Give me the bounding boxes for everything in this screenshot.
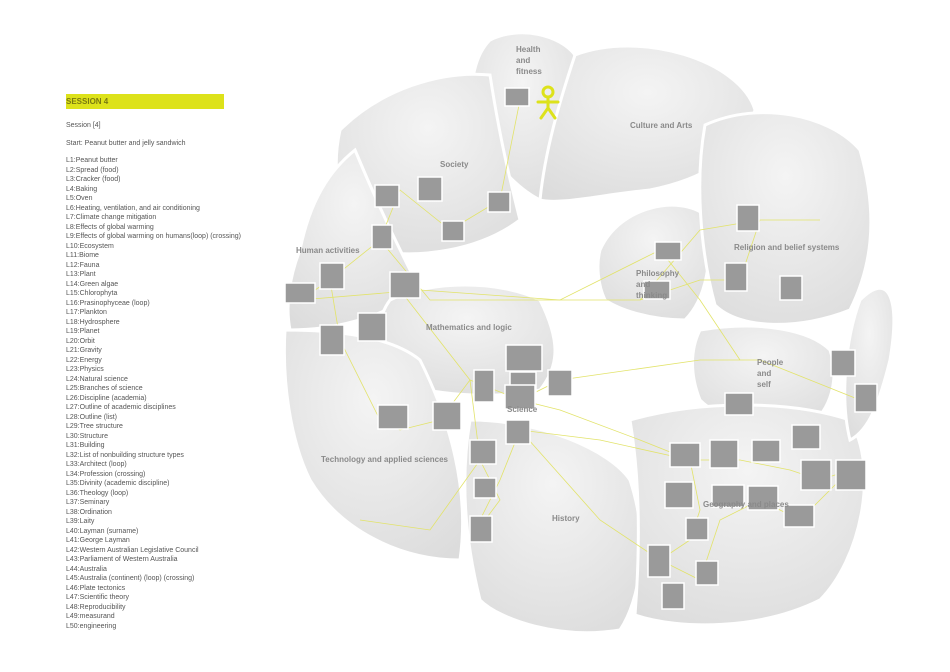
level-item: L14:Green algae: [66, 280, 119, 288]
petal-tech: [282, 328, 465, 562]
petal-history: [463, 418, 643, 635]
cat-religion: Religion and belief systems: [734, 243, 840, 252]
level-item: L3:Cracker (food): [66, 176, 121, 183]
cat-science: Science: [507, 405, 538, 414]
session-panel: SESSION 4 Session [4] Start: Peanut butt…: [66, 94, 241, 631]
level-item: L20:Orbit: [66, 337, 95, 345]
level-item: L19:Planet: [66, 328, 100, 335]
level-item: L2:Spread (food): [66, 166, 119, 174]
level-item: L21:Gravity: [66, 347, 102, 354]
level-item: L18:Hydrosphere: [66, 318, 120, 326]
level-item: L36:Theology (loop): [66, 489, 129, 497]
level-item: L12:Fauna: [66, 261, 100, 269]
level-item: L38:Ordination: [66, 508, 112, 516]
cat-geography: Geography and places: [703, 500, 789, 509]
cat-philosophy-1: Philosophy: [636, 269, 680, 278]
level-item: L26:Discipline (academia): [66, 394, 147, 402]
level-item: L10:Ecosystem: [66, 242, 114, 250]
level-item: L22:Energy: [66, 356, 102, 364]
level-item: L13:Plant: [66, 271, 96, 278]
level-item: L42:Western Australian Legislative Counc…: [66, 546, 199, 554]
start-label: Start: Peanut butter and jelly sandwich: [66, 139, 186, 147]
level-item: L32:List of nonbuilding structure types: [66, 451, 184, 459]
level-item: L24:Natural science: [66, 375, 128, 383]
petal-philosophy: [596, 203, 711, 322]
cat-history: History: [552, 514, 580, 523]
level-item: L37:Seminary: [66, 499, 110, 506]
cat-people-1: People: [757, 358, 784, 367]
cat-society: Society: [440, 160, 469, 169]
cat-tech: Technology and applied sciences: [321, 455, 449, 464]
level-item: L40:Layman (surname): [66, 527, 139, 535]
level-item: L5:Oven: [66, 195, 93, 202]
cat-people-3: self: [757, 380, 771, 389]
cat-people-2: and: [757, 369, 771, 378]
level-item: L39:Laity: [66, 518, 95, 525]
level-item: L7:Climate change mitigation: [66, 214, 157, 221]
cat-philosophy-2: and: [636, 280, 650, 289]
level-item: L28:Outline (list): [66, 413, 117, 421]
level-item: L27:Outline of academic disciplines: [66, 404, 176, 411]
level-item: L35:Divinity (academic discipline): [66, 480, 170, 487]
level-item: L6:Heating, ventilation, and air conditi…: [66, 204, 200, 212]
level-item: L25:Branches of science: [66, 385, 143, 392]
level-item: L30:Structure: [66, 432, 109, 440]
level-item: L17:Plankton: [66, 309, 107, 316]
level-item: L50:engineering: [66, 622, 117, 630]
cat-health-3: fitness: [516, 67, 542, 76]
level-item: L16:Prasinophyceae (loop): [66, 299, 150, 307]
person-icon: [536, 85, 560, 120]
cat-philosophy-3: thinking: [636, 291, 667, 300]
level-item: L31:Building: [66, 442, 105, 449]
level-item: L4:Baking: [66, 185, 98, 193]
cat-math: Mathematics and logic: [426, 323, 512, 332]
cat-health-1: Health: [516, 45, 541, 54]
level-item: L34:Profession (crossing): [66, 470, 146, 478]
session-label: Session [4]: [66, 122, 101, 129]
level-item: L23:Physics: [66, 366, 104, 373]
level-item: L15:Chlorophyta: [66, 290, 118, 297]
level-item: L1:Peanut butter: [66, 157, 118, 164]
level-item: L43:Parliament of Western Australia: [66, 556, 178, 563]
level-item: L29:Tree structure: [66, 423, 123, 430]
level-item: L48:Reproducibility: [66, 603, 126, 611]
session-title: SESSION 4: [66, 94, 224, 109]
level-item: L45:Australia (continent) (loop) (crossi…: [66, 575, 195, 582]
level-item: L9:Effects of global warming on humans(l…: [66, 233, 241, 240]
level-item: L46:Plate tectonics: [66, 584, 126, 592]
thumbnails: [284, 87, 878, 610]
cat-human: Human activities: [296, 246, 360, 255]
category-labels: Health and fitness Culture and Arts Soci…: [296, 45, 840, 523]
level-item: L33:Architect (loop): [66, 461, 127, 468]
level-item: L49:measurand: [66, 613, 115, 620]
level-item: L41:George Layman: [66, 537, 130, 544]
cat-health-2: and: [516, 56, 530, 65]
level-item: L11:Biome: [66, 252, 99, 259]
level-item: L47:Scientific theory: [66, 594, 130, 601]
cat-culture: Culture and Arts: [630, 121, 693, 130]
level-item: L44:Australia: [66, 565, 107, 573]
level-item: L8:Effects of global warming: [66, 223, 154, 231]
